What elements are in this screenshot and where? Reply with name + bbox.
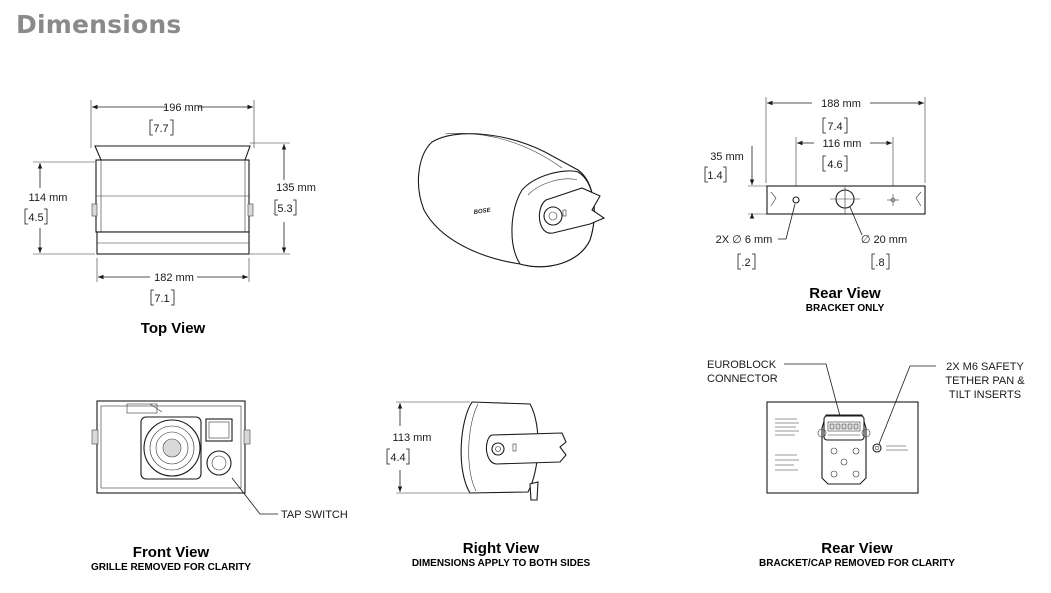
right-height-in: 4.4	[390, 452, 405, 464]
top-view-caption: Top View	[141, 320, 206, 337]
isometric-view: BOSE	[417, 133, 606, 268]
top-height-right-in: 5.3	[277, 203, 292, 215]
rear-height-in: 1.4	[707, 170, 722, 182]
rear-label-left	[775, 418, 799, 471]
hole-large-mm: ∅ 20 mm	[861, 234, 907, 246]
rear-width-inner-in: 4.6	[827, 159, 842, 171]
front-view-caption: Front View	[133, 544, 210, 561]
rear-bracket-view: 188 mm 7.4 116 mm 4.6 35 mm 1.4 2X ∅ 6 m…	[704, 97, 926, 314]
top-width-outer-in: 7.7	[153, 123, 168, 135]
rear-width-inner-mm: 116 mm	[823, 138, 862, 150]
right-height-mm: 113 mm	[393, 432, 432, 444]
rear-width-outer-in: 7.4	[827, 121, 842, 133]
right-view-caption: Right View	[463, 540, 540, 557]
top-view: 196 mm 7.7 182 mm 7.1 114 mm 4.5 135 mm …	[24, 100, 316, 337]
rear-width-outer-mm: 188 mm	[821, 98, 861, 110]
hole-small-mm: 2X ∅ 6 mm	[716, 234, 773, 246]
top-width-inner-mm: 182 mm	[154, 272, 194, 284]
top-height-left-mm: 114 mm	[29, 192, 68, 204]
top-height-left-in: 4.5	[28, 212, 43, 224]
rear-view: EUROBLOCK CONNECTOR 2X M6 SAFETY TETHER …	[707, 359, 1025, 569]
hole-large-in: .8	[875, 257, 884, 269]
rear-view-caption: Rear View	[821, 540, 893, 557]
right-view-subcaption: DIMENSIONS APPLY TO BOTH SIDES	[412, 558, 591, 569]
rear-height-mm: 35 mm	[710, 151, 744, 163]
front-view-subcaption: GRILLE REMOVED FOR CLARITY	[91, 562, 251, 573]
top-width-inner-in: 7.1	[154, 293, 169, 305]
tap-switch-label: TAP SWITCH	[281, 509, 348, 521]
page-title: Dimensions	[16, 10, 182, 39]
right-view: 113 mm 4.4 Right View DIMENSIONS APPLY T…	[386, 401, 591, 569]
euroblock-label-line1: EUROBLOCK	[707, 359, 777, 371]
hole-small-in: .2	[741, 257, 750, 269]
rear-bracket-caption: Rear View	[809, 285, 881, 302]
tether-label-line1: 2X M6 SAFETY	[946, 361, 1024, 373]
top-height-right-mm: 135 mm	[276, 182, 316, 194]
svg-text:BOSE: BOSE	[473, 208, 492, 216]
rear-view-subcaption: BRACKET/CAP REMOVED FOR CLARITY	[759, 558, 955, 569]
tether-label-line2: TETHER PAN &	[945, 375, 1025, 387]
rear-bracket-subcaption: BRACKET ONLY	[806, 303, 885, 314]
tether-label-line3: TILT INSERTS	[949, 389, 1021, 401]
front-view: TAP SWITCH Front View GRILLE REMOVED FOR…	[91, 400, 348, 573]
top-width-outer-mm: 196 mm	[163, 102, 203, 114]
euroblock-label-line2: CONNECTOR	[707, 373, 778, 385]
